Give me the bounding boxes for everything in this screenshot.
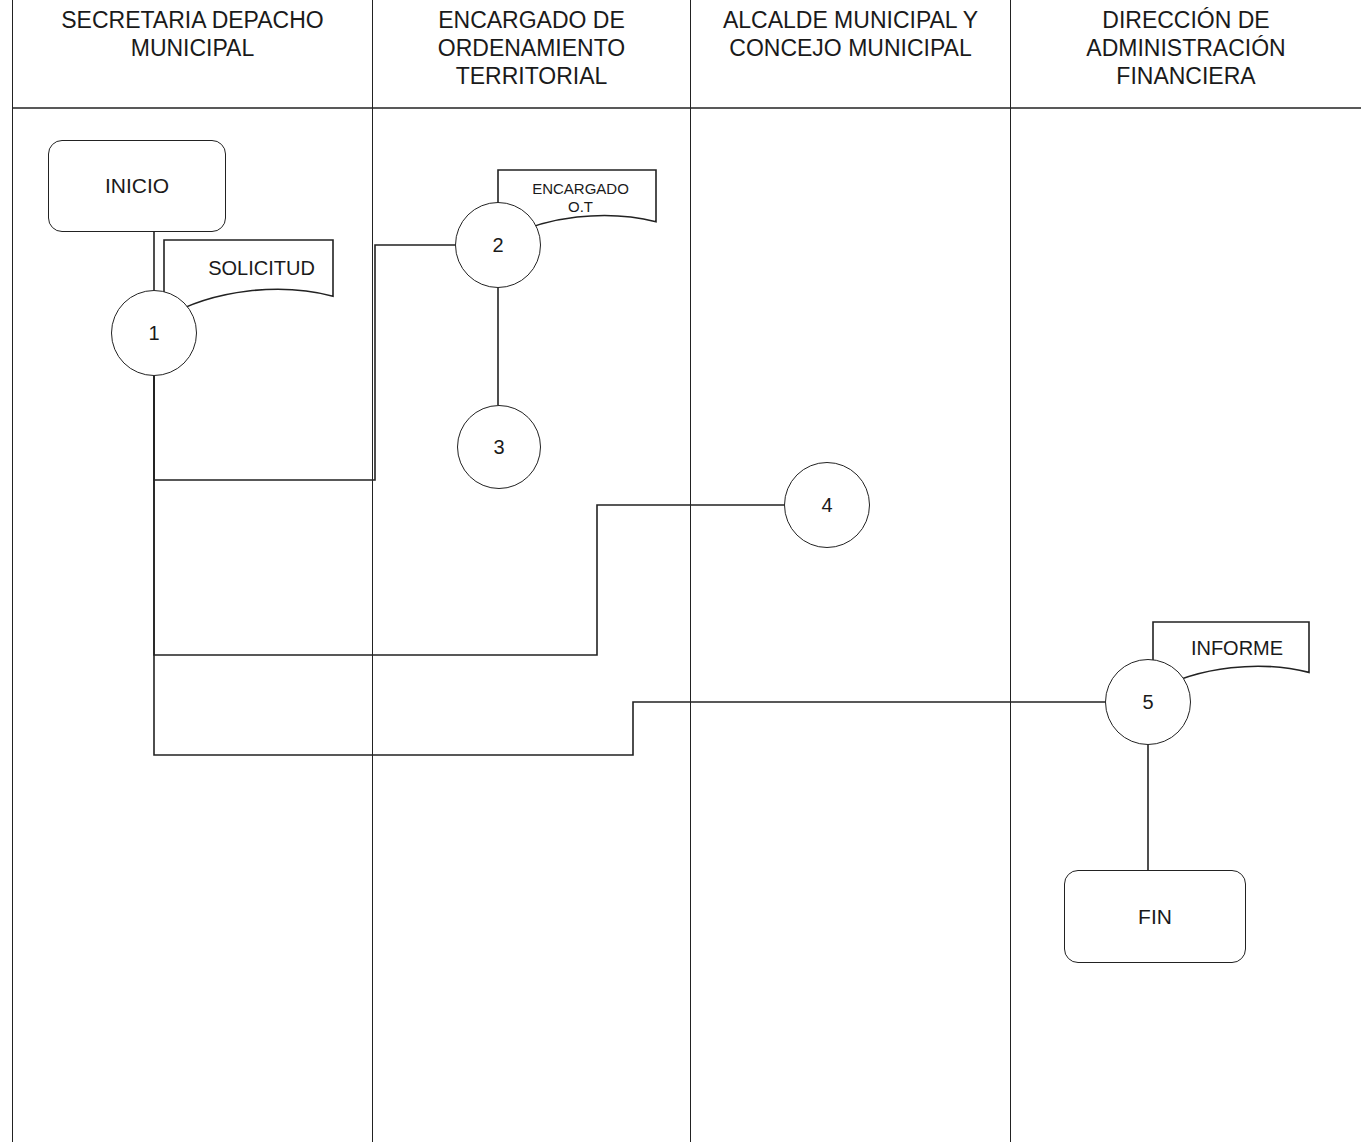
lane-heading: DIRECCIÓN DE ADMINISTRACIÓN FINANCIERA xyxy=(1056,6,1316,90)
step-number: 1 xyxy=(148,321,159,345)
step-circle: 4 xyxy=(784,462,870,548)
step-circle: 1 xyxy=(111,290,197,376)
step-circle: 2 xyxy=(455,202,541,288)
step-circle: 3 xyxy=(457,405,541,489)
flow-connector xyxy=(154,232,155,290)
step-number: 2 xyxy=(492,233,503,257)
terminal-box: INICIO xyxy=(48,140,226,232)
step-number: 4 xyxy=(821,493,832,517)
swimlane: DIRECCIÓN DE ADMINISTRACIÓN FINANCIERA IN… xyxy=(1010,0,1361,1142)
flow-connector xyxy=(498,288,499,405)
terminal-box: FIN xyxy=(1064,870,1246,963)
document-shape: SOLICITUD xyxy=(164,240,333,318)
document-path xyxy=(164,240,333,318)
header-rule xyxy=(12,107,1361,109)
shape-label: ENCARGADO O.T xyxy=(528,180,633,216)
swimlane: ALCALDE MUNICIPAL Y CONCEJO MUNICIPAL 4 xyxy=(690,0,1010,1142)
lane-heading: SECRETARIA DEPACHO MUNICIPAL xyxy=(28,6,358,62)
swimlane: SECRETARIA DEPACHO MUNICIPAL INICIO SOLICI… xyxy=(12,0,372,1142)
shape-label: FIN xyxy=(1138,904,1172,929)
lane-heading: ENCARGADO DE ORDENAMIENTO TERRITORIAL xyxy=(412,6,652,90)
flow-connector xyxy=(154,376,1105,755)
step-circle: 5 xyxy=(1105,659,1191,745)
flow-connector xyxy=(1148,745,1149,870)
lane-heading: ALCALDE MUNICIPAL Y CONCEJO MUNICIPAL xyxy=(716,6,986,62)
step-number: 5 xyxy=(1142,690,1153,714)
connector-line xyxy=(1147,745,1149,870)
shape-label: INICIO xyxy=(105,173,169,198)
shape-label: INFORME xyxy=(1173,636,1301,660)
connector-line xyxy=(153,232,155,290)
connector-line xyxy=(154,376,1105,755)
shape-label: SOLICITUD xyxy=(198,256,325,280)
swimlane: ENCARGADO DE ORDENAMIENTO TERRITORIAL ENC… xyxy=(372,0,690,1142)
connector-line xyxy=(497,288,499,405)
step-number: 3 xyxy=(493,435,504,459)
